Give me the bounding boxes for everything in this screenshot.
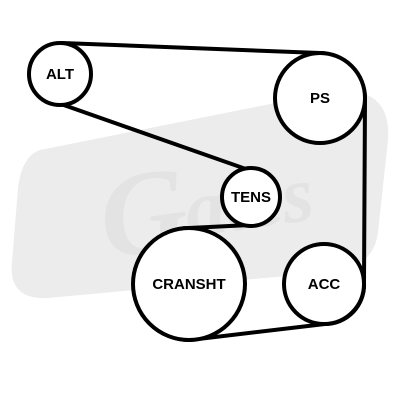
pulley-alt-circle [27, 41, 93, 107]
pulley-ps-label: PS [310, 90, 330, 107]
pulley-cranksht-label: CRANSHT [152, 276, 225, 293]
pulley-cranksht: CRANSHT [131, 226, 247, 342]
pulley-ps-circle [273, 51, 367, 145]
pulley-tens-circle [220, 166, 282, 228]
pulley-tens: TENS [220, 166, 282, 228]
pulley-ps: PS [273, 51, 367, 145]
pulley-cranksht-circle [131, 226, 247, 342]
pulley-acc-circle [282, 242, 366, 326]
pulley-alt-label: ALT [46, 66, 74, 83]
pulley-acc: ACC [282, 242, 366, 326]
pulley-alt: ALT [27, 41, 93, 107]
pulley-acc-label: ACC [308, 276, 341, 293]
pulley-tens-label: TENS [231, 189, 271, 206]
